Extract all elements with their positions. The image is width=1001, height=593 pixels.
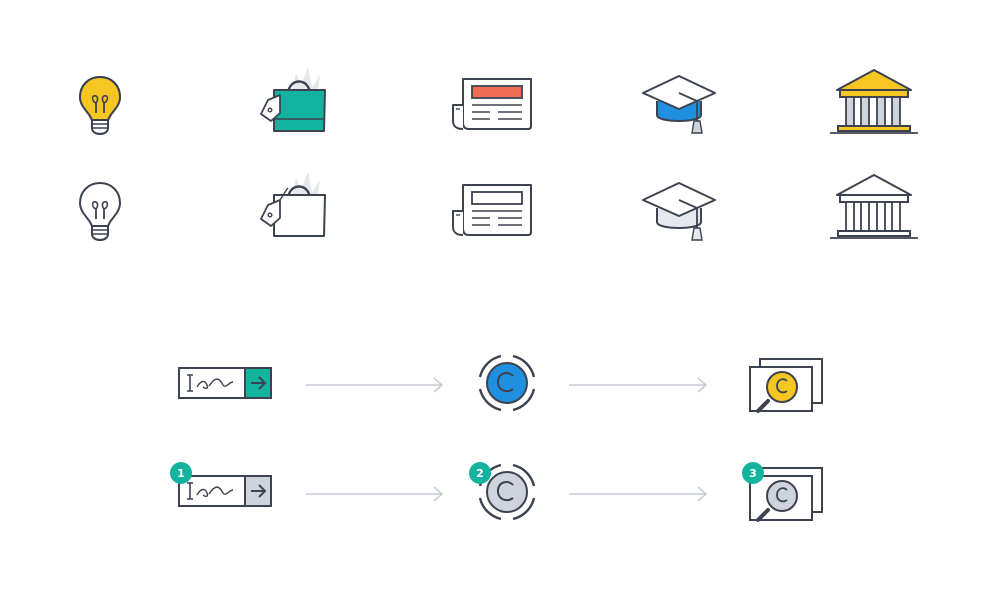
shopping-bag-icon-colored	[260, 67, 326, 132]
search-input-icon-gray	[178, 475, 272, 507]
step-number-3: 3	[749, 467, 757, 480]
newspaper-icon-colored	[452, 78, 532, 130]
museum-icon-colored	[830, 69, 918, 134]
step-number-2: 2	[476, 467, 484, 480]
arrow-right-icon	[306, 377, 444, 393]
graduation-cap-icon-outline	[642, 182, 716, 241]
arrow-right-icon	[306, 486, 444, 502]
search-input-icon-colored	[178, 367, 272, 399]
newspaper-icon-outline	[452, 184, 532, 236]
step-badge-1: 1	[170, 462, 192, 484]
lightbulb-icon-outline	[79, 182, 121, 241]
step-badge-2: 2	[469, 462, 491, 484]
step-number-1: 1	[177, 467, 185, 480]
lightbulb-icon-colored	[78, 75, 122, 135]
copyright-icon-colored	[478, 354, 536, 412]
arrow-right-icon	[569, 486, 708, 502]
step-badge-3: 3	[742, 462, 764, 484]
museum-icon-outline	[829, 174, 919, 239]
copyright-search-icon-colored	[748, 357, 824, 413]
graduation-cap-icon-colored	[642, 75, 716, 134]
arrow-right-icon	[569, 377, 708, 393]
shopping-bag-icon-outline	[259, 172, 327, 238]
